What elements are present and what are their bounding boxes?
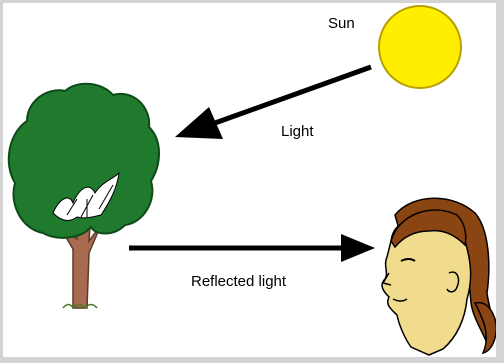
light-label: Light bbox=[281, 123, 314, 140]
sun-icon bbox=[379, 6, 461, 88]
diagram-svg bbox=[3, 3, 496, 357]
reflected-light-arrow bbox=[129, 234, 375, 262]
diagram-canvas: Sun Light Reflected light bbox=[3, 3, 496, 357]
sun-label: Sun bbox=[328, 15, 355, 32]
tree-icon bbox=[9, 84, 159, 308]
person-head-icon bbox=[382, 198, 496, 355]
reflected-light-label: Reflected light bbox=[191, 273, 286, 290]
light-arrow bbox=[175, 67, 371, 139]
